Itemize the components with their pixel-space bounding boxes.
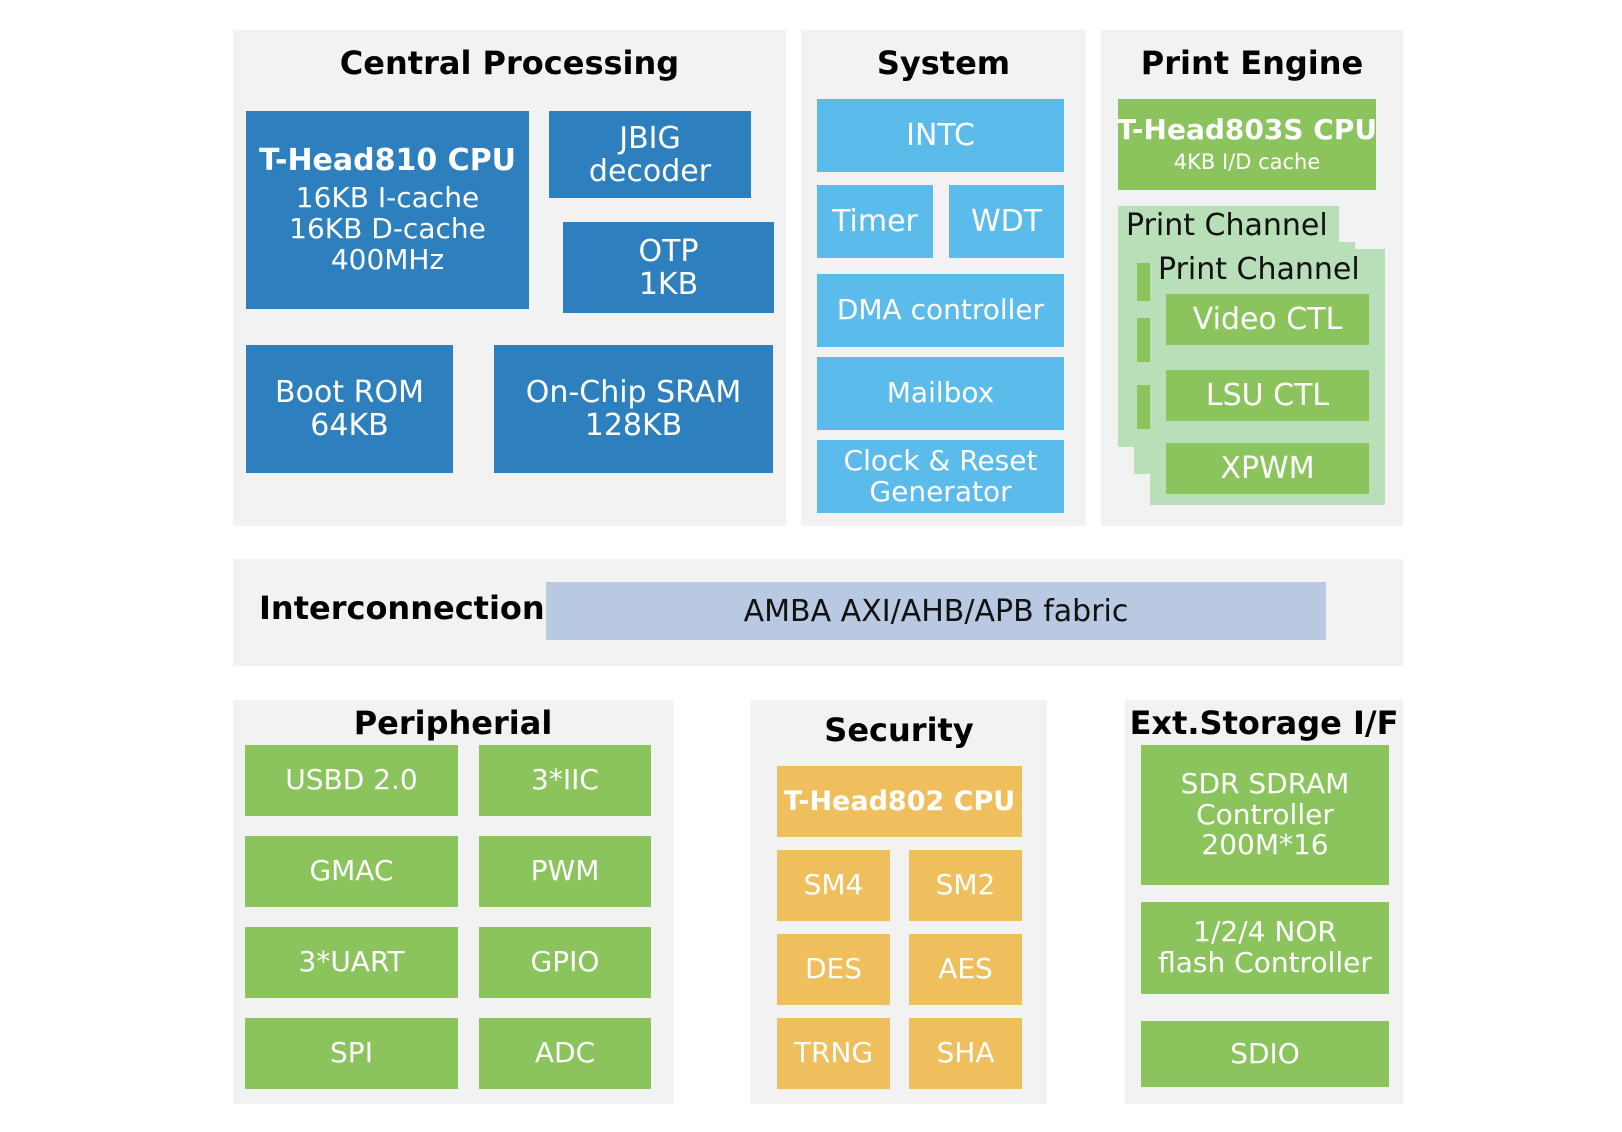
central-processing-panel: Central Processing T-Head810 CPU 16KB I-… xyxy=(233,30,786,526)
otp-label: OTP xyxy=(638,233,699,269)
amba-fabric-bar: AMBA AXI/AHB/APB fabric xyxy=(546,582,1326,640)
on-chip-sram-block: On-Chip SRAM 128KB xyxy=(494,345,773,473)
sdr-sdram-controller-block: SDR SDRAM Controller 200M*16 xyxy=(1141,745,1389,885)
des-block: DES xyxy=(777,934,890,1005)
usbd-block: USBD 2.0 xyxy=(245,745,458,816)
nor-flash-controller-block: 1/2/4 NOR flash Controller xyxy=(1141,902,1389,994)
nor-controller-label: flash Controller xyxy=(1158,946,1372,979)
t-head810-cpu-name: T-Head810 CPU xyxy=(258,143,517,179)
cpu-icache: 16KB I-cache xyxy=(295,181,480,215)
clock-reset-generator-block: Clock & Reset Generator xyxy=(817,440,1064,513)
gmac-block: GMAC xyxy=(245,836,458,907)
dma-controller-block: DMA controller xyxy=(817,274,1064,347)
video-ctl-block: Video CTL xyxy=(1166,294,1369,345)
central-processing-title: Central Processing xyxy=(339,44,680,82)
t-head803s-cpu-name: T-Head803S CPU xyxy=(1116,112,1378,146)
xpwm-block: XPWM xyxy=(1166,443,1369,494)
channel-edge-mark xyxy=(1137,318,1152,362)
otp-block: OTP 1KB xyxy=(563,222,774,313)
channel-edge-mark xyxy=(1137,385,1152,429)
boot-rom-label: Boot ROM xyxy=(275,375,424,410)
sdram-label: SDR SDRAM xyxy=(1180,766,1350,800)
otp-size: 1KB xyxy=(638,266,699,302)
gpio-block: GPIO xyxy=(479,927,651,998)
timer-block: Timer xyxy=(817,185,933,258)
sm2-block: SM2 xyxy=(909,850,1022,921)
nor-label: 1/2/4 NOR xyxy=(1193,915,1337,949)
t-head810-cpu-block: T-Head810 CPU 16KB I-cache 16KB D-cache … xyxy=(246,111,529,309)
spi-block: SPI xyxy=(245,1018,458,1089)
system-panel: System INTC Timer WDT DMA controller Mai… xyxy=(801,30,1086,526)
sdram-spec: 200M*16 xyxy=(1201,828,1329,862)
security-panel: Security T-Head802 CPU SM4 SM2 DES AES T… xyxy=(751,700,1047,1104)
cpu-dcache: 16KB D-cache xyxy=(289,212,486,246)
cpu-frequency: 400MHz xyxy=(330,242,445,276)
print-channel-back-label: Print Channel xyxy=(1126,208,1328,243)
jbig-label: JBIG xyxy=(619,120,681,156)
system-title: System xyxy=(876,44,1011,82)
clock-reset-label: Clock & Reset xyxy=(843,443,1038,477)
interconnection-title: Interconnection xyxy=(259,589,545,627)
jbig-decoder-block: JBIG decoder xyxy=(549,111,751,198)
iic-block: 3*IIC xyxy=(479,745,651,816)
sdio-block: SDIO xyxy=(1141,1021,1389,1087)
interconnection-panel: Interconnection AMBA AXI/AHB/APB fabric xyxy=(233,559,1403,666)
uart-block: 3*UART xyxy=(245,927,458,998)
jbig-decoder-label: decoder xyxy=(588,153,712,189)
intc-block: INTC xyxy=(817,99,1064,172)
ext-storage-title: Ext.Storage I/F xyxy=(1129,704,1399,742)
sm4-block: SM4 xyxy=(777,850,890,921)
generator-label: Generator xyxy=(869,474,1012,508)
peripherial-panel: Peripherial USBD 2.0 3*IIC GMAC PWM 3*UA… xyxy=(233,700,673,1104)
aes-block: AES xyxy=(909,934,1022,1005)
lsu-ctl-block: LSU CTL xyxy=(1166,370,1369,421)
boot-rom-block: Boot ROM 64KB xyxy=(246,345,453,473)
trng-block: TRNG xyxy=(777,1018,890,1089)
mailbox-block: Mailbox xyxy=(817,357,1064,430)
t-head802-cpu-block: T-Head802 CPU xyxy=(777,766,1022,837)
t-head803s-cache: 4KB I/D cache xyxy=(1173,150,1321,175)
adc-block: ADC xyxy=(479,1018,651,1089)
boot-rom-size: 64KB xyxy=(310,408,389,443)
sdram-controller-label: Controller xyxy=(1196,797,1334,831)
sha-block: SHA xyxy=(909,1018,1022,1089)
pwm-block: PWM xyxy=(479,836,651,907)
print-engine-title: Print Engine xyxy=(1140,44,1364,82)
peripherial-title: Peripherial xyxy=(353,704,553,742)
sram-label: On-Chip SRAM xyxy=(525,375,742,410)
sram-size: 128KB xyxy=(584,408,683,443)
print-channel-front-label: Print Channel xyxy=(1158,252,1360,287)
channel-edge-mark xyxy=(1137,263,1152,301)
security-title: Security xyxy=(824,711,974,749)
print-engine-panel: Print Engine T-Head803S CPU 4KB I/D cach… xyxy=(1101,30,1403,526)
ext-storage-panel: Ext.Storage I/F SDR SDRAM Controller 200… xyxy=(1125,700,1403,1104)
wdt-block: WDT xyxy=(949,185,1064,258)
t-head803s-cpu-block: T-Head803S CPU 4KB I/D cache xyxy=(1116,99,1378,190)
